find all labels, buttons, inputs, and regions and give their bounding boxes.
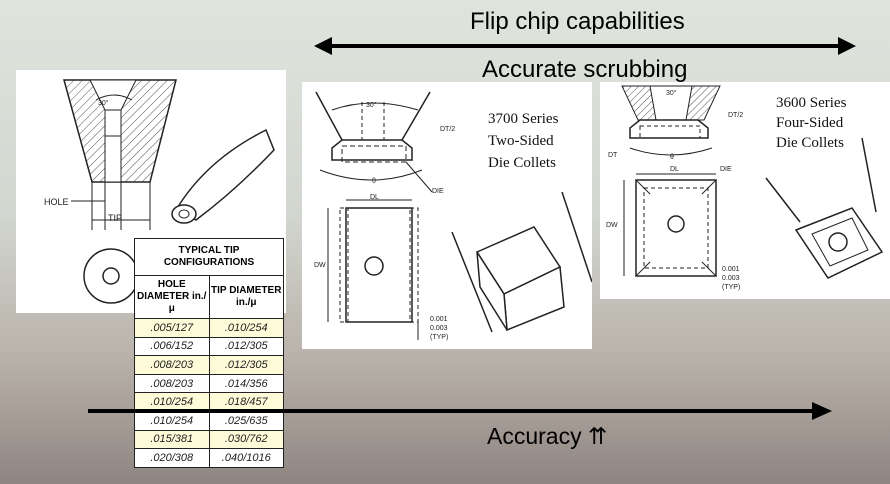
tip-diameter-cell: .025/635 <box>208 410 284 431</box>
collet-3700-dim2: 0.003 <box>430 325 448 332</box>
hole-diameter-cell: .015/381 <box>134 429 210 450</box>
collet-3700-typ: (TYP) <box>430 334 449 341</box>
collet-3600-dim2: 0.003 <box>722 275 740 282</box>
collet-3600-die: DIE <box>720 166 732 173</box>
tip-angle-label: 30° <box>98 100 109 107</box>
collet-3700-theta: θ <box>372 178 376 185</box>
table-title: TYPICAL TIP CONFIGURATIONS <box>134 238 284 276</box>
collet-3700-drawing <box>315 91 593 340</box>
collet-3700-dim1: 0.001 <box>430 316 448 323</box>
collet-3600-drawing <box>621 85 884 279</box>
double-arrow-top <box>314 37 856 55</box>
table-row: .010/254.018/457 <box>134 392 284 412</box>
collet-3600-dw: DW <box>606 222 618 229</box>
tip-diameter-cell: .040/1016 <box>208 448 284 468</box>
table-row: .010/254.025/635 <box>134 410 284 431</box>
tip-diameter-cell: .014/356 <box>208 373 284 394</box>
accuracy-arrow <box>88 402 832 420</box>
collet-3700-series: 3700 Series <box>488 111 559 127</box>
hole-diameter-cell: .005/127 <box>134 318 210 338</box>
table-row: .015/381.030/762 <box>134 429 284 450</box>
tip-diameter-cell: .012/305 <box>208 355 284 375</box>
collet-3700-panel: 3700 Series Two-Sided Die Collets 30° DT… <box>302 82 593 349</box>
accuracy-text: Accuracy <box>487 423 582 449</box>
collet-3600-kind: Die Collets <box>776 135 844 151</box>
tip-label: TIP <box>108 213 123 223</box>
page-title: Flip chip capabilities <box>470 8 685 35</box>
collet-3600-dt-half: DT/2 <box>728 112 744 119</box>
table-row: .005/127.010/254 <box>134 318 284 338</box>
table-row: .006/152.012/305 <box>134 336 284 357</box>
tip-diameter-cell: .010/254 <box>208 318 284 338</box>
collet-3700-dl: DL <box>370 194 379 201</box>
collet-3700-type: Two-Sided <box>488 133 554 149</box>
header-hole-diameter: HOLE DIAMETER in./μ <box>134 275 210 319</box>
tip-diameter-cell: .018/457 <box>208 392 284 412</box>
hole-diameter-cell: .010/254 <box>134 410 210 431</box>
table-row: .008/203.014/356 <box>134 373 284 394</box>
collet-3700-angle: 30° <box>366 102 377 109</box>
page-subtitle: Accurate scrubbing <box>482 56 688 83</box>
hole-diameter-cell: .008/203 <box>134 373 210 394</box>
table-title-line1: TYPICAL TIP <box>178 245 240 256</box>
hole-diameter-cell: .006/152 <box>134 336 210 357</box>
triple-up-arrow-icon: ⇈ <box>587 423 608 449</box>
collet-3700-dt: DT/2 <box>440 126 456 133</box>
collet-3600-typ: (TYP) <box>722 284 741 291</box>
hole-label: HOLE <box>44 197 69 207</box>
collet-3700-kind: Die Collets <box>488 155 556 171</box>
collet-3600-dl: DL <box>670 166 679 173</box>
table-title-line2: CONFIGURATIONS <box>163 257 255 268</box>
tip-diameter-cell: .030/762 <box>208 429 284 450</box>
collet-3600-theta: θ <box>670 154 674 161</box>
collet-3600-panel: 3600 Series Four-Sided Die Collets 30° D… <box>600 82 890 299</box>
tip-diagram-panel: 30° HOLE TIP <box>16 70 286 313</box>
table-row: .020/308.040/1016 <box>134 448 284 468</box>
hole-diameter-cell: .008/203 <box>134 355 210 375</box>
collet-3600-angle: 30° <box>666 90 677 97</box>
hole-diameter-cell: .020/308 <box>134 448 210 468</box>
collet-3700-dw: DW <box>314 262 326 269</box>
hole-diameter-cell: .010/254 <box>134 392 210 412</box>
collet-3600-series: 3600 Series <box>776 95 847 111</box>
collet-3600-type: Four-Sided <box>776 115 844 131</box>
tip-configurations-table: TYPICAL TIP CONFIGURATIONS HOLE DIAMETER… <box>134 238 284 468</box>
tip-diameter-cell: .012/305 <box>208 336 284 357</box>
table-row: .008/203.012/305 <box>134 355 284 375</box>
collet-3600-dt: DT <box>608 152 618 159</box>
accuracy-label: Accuracy ⇈ <box>487 423 607 450</box>
collet-3600-dim1: 0.001 <box>722 266 740 273</box>
collet-3700-die: DIE <box>432 188 444 195</box>
header-tip-diameter: TIP DIAMETER in./μ <box>208 275 284 319</box>
tip-cross-section-drawing <box>63 79 275 304</box>
